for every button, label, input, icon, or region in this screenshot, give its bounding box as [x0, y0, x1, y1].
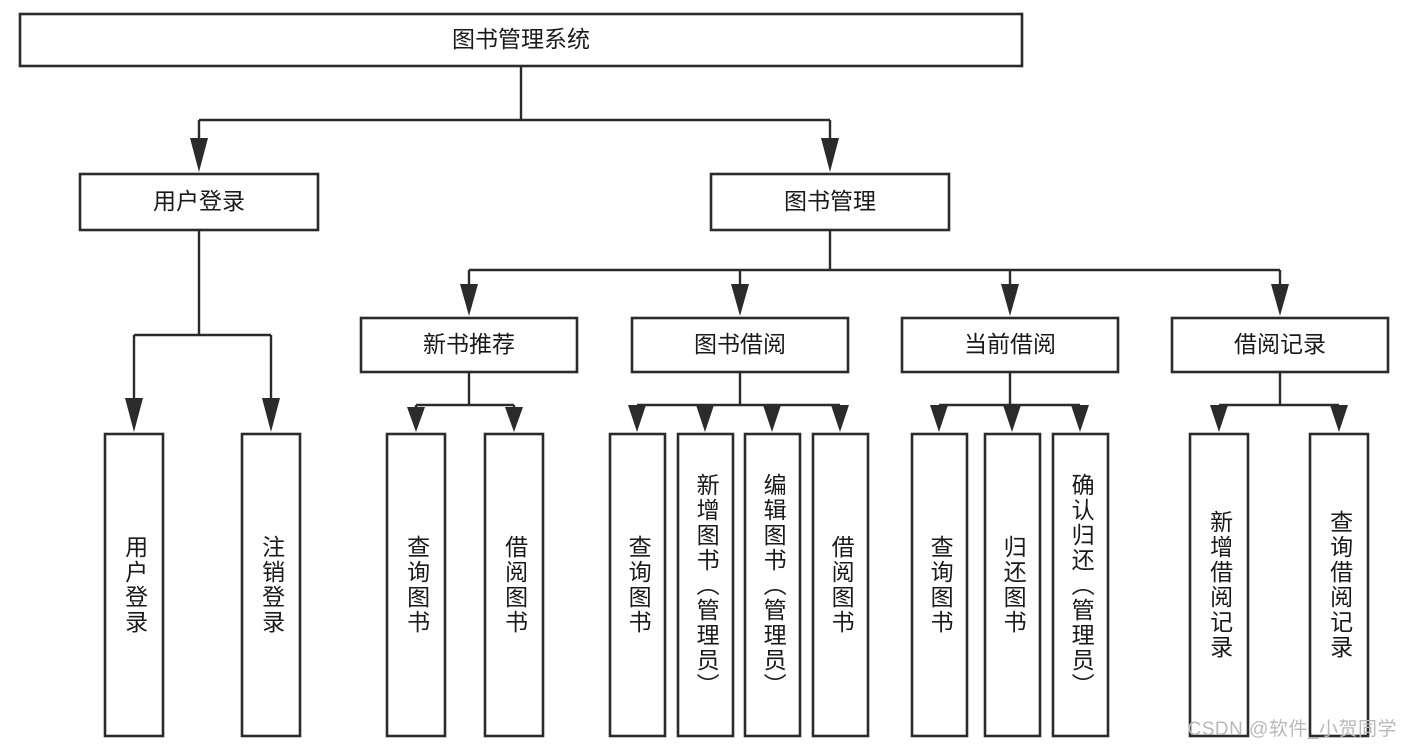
node-book-mgmt-label: 图书管理: [784, 188, 876, 214]
arrow-head-query-book-cb: [930, 405, 948, 432]
leaf-borrow-book-bb-box[interactable]: [811, 432, 870, 738]
arrow-head-add-book: [696, 405, 714, 432]
leaf-borrow-book-rec-box[interactable]: [483, 432, 545, 738]
connectors-user-login-to-leaves: [125, 230, 280, 432]
node-borrow-record-box[interactable]: [1170, 316, 1390, 374]
connectors-book-borrow-to-leaves: [628, 372, 849, 432]
node-root-box[interactable]: [18, 12, 1024, 68]
arrow-head-leaf-user-login: [125, 398, 143, 432]
leaf-add-book-box[interactable]: [676, 432, 735, 738]
arrow-head-confirm-return: [1071, 405, 1089, 432]
arrow-head-edit-book: [763, 405, 781, 432]
leaf-node-boxes: [103, 432, 1370, 738]
node-borrow-record-label: 借阅记录: [1234, 331, 1326, 357]
arrow-head-leaf-logout: [262, 398, 280, 432]
node-new-book-rec-box[interactable]: [359, 316, 579, 374]
arrow-head-user-login: [190, 138, 208, 172]
leaf-query-record-box[interactable]: [1308, 432, 1370, 738]
leaf-logout-box[interactable]: [240, 432, 302, 738]
arrow-head-query-record: [1330, 405, 1348, 432]
leaf-edit-book-box[interactable]: [743, 432, 802, 738]
arrow-head-query-book-rec: [407, 407, 425, 432]
node-user-login-box[interactable]: [78, 172, 320, 232]
node-book-mgmt[interactable]: 图书管理: [709, 172, 951, 232]
arrow-head-current-borrow: [1001, 284, 1019, 316]
arrow-head-borrow-record: [1271, 284, 1289, 316]
arrow-head-borrow-book-bb: [831, 405, 849, 432]
connectors-current-borrow-to-leaves: [930, 372, 1089, 432]
node-root[interactable]: 图书管理系统: [18, 12, 1024, 68]
watermark-text: CSDN @软件_小贺同学: [1187, 719, 1397, 740]
connectors-new-book-rec-to-leaves: [407, 372, 523, 432]
arrow-head-book-borrow: [731, 284, 749, 316]
node-root-label: 图书管理系统: [452, 26, 590, 52]
node-book-borrow-label: 图书借阅: [694, 331, 786, 357]
node-book-borrow[interactable]: 图书借阅: [630, 316, 850, 374]
leaf-add-record-box[interactable]: [1188, 432, 1250, 738]
arrow-head-book-mgmt: [821, 138, 839, 172]
leaf-return-book-box[interactable]: [983, 432, 1042, 738]
connectors-borrow-record-to-leaves: [1210, 372, 1348, 432]
leaf-confirm-return-box[interactable]: [1051, 432, 1110, 738]
node-new-book-rec[interactable]: 新书推荐: [359, 316, 579, 374]
node-current-borrow[interactable]: 当前借阅: [900, 316, 1120, 374]
arrow-head-add-record: [1210, 405, 1228, 432]
node-user-login[interactable]: 用户登录: [78, 172, 320, 232]
connectors-book-mgmt-to-level2: [460, 230, 1289, 316]
leaf-query-book-bb-box[interactable]: [608, 432, 667, 738]
arrow-head-new-book-rec: [460, 284, 478, 316]
node-current-borrow-label: 当前借阅: [964, 331, 1056, 357]
arrow-head-query-book-bb: [628, 405, 646, 432]
node-book-mgmt-box[interactable]: [709, 172, 951, 232]
arrow-head-borrow-book-rec: [505, 407, 523, 432]
node-new-book-rec-label: 新书推荐: [423, 331, 515, 357]
node-user-login-label: 用户登录: [153, 188, 245, 214]
leaf-query-book-cb-box[interactable]: [910, 432, 969, 738]
node-current-borrow-box[interactable]: [900, 316, 1120, 374]
connectors-root-to-level1: [190, 66, 839, 172]
leaf-user-login-box[interactable]: [103, 432, 165, 738]
leaf-query-book-rec-box[interactable]: [385, 432, 447, 738]
node-borrow-record[interactable]: 借阅记录: [1170, 316, 1390, 374]
arrow-head-return-book: [1003, 405, 1021, 432]
node-book-borrow-box[interactable]: [630, 316, 850, 374]
